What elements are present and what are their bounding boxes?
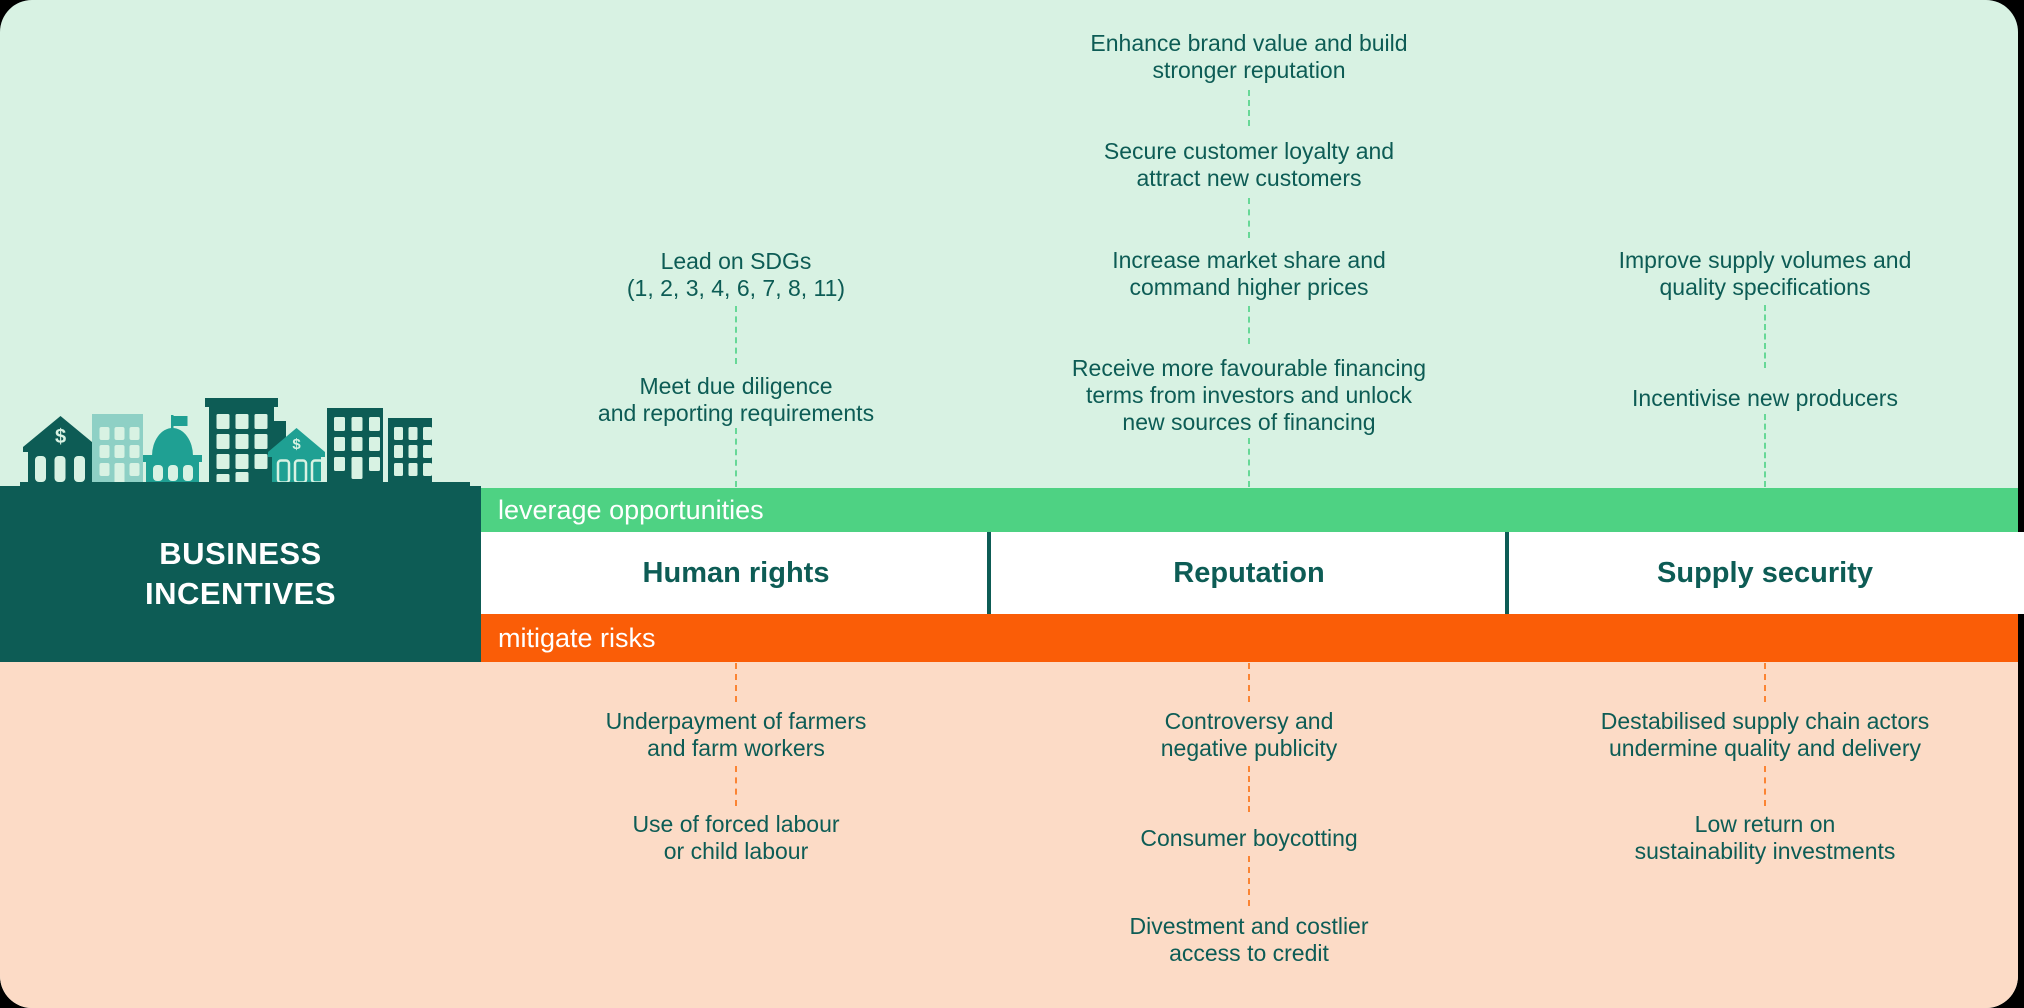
risk-text: Controversy and negative publicity: [1160, 708, 1338, 761]
opportunity-text: Increase market share and command higher…: [1112, 247, 1386, 300]
mitigate-risks-bar: mitigate risks: [481, 614, 2018, 662]
risk-text: Divestment and costlier access to credit: [1129, 913, 1369, 966]
office-building-icon: [327, 408, 383, 487]
column-divider: [987, 532, 991, 614]
column-header-supply-security: Supply security: [1657, 557, 1873, 589]
column-header-reputation: Reputation: [1173, 557, 1325, 589]
dashed-connector: [735, 663, 737, 702]
dashed-connector: [1248, 856, 1250, 906]
opportunity-text: Lead on SDGs (1, 2, 3, 4, 6, 7, 8, 11): [626, 248, 846, 301]
svg-text:$: $: [292, 436, 301, 453]
capitol-building-icon: [141, 415, 204, 487]
dashed-connector: [1764, 766, 1766, 806]
risk-text: Destabilised supply chain actors undermi…: [1600, 708, 1930, 761]
opportunity-text: Meet due diligence and reporting require…: [597, 373, 875, 426]
dashed-connector: [1764, 414, 1766, 487]
opportunity-text: Secure customer loyalty and attract new …: [1103, 138, 1395, 191]
leverage-opportunities-label: leverage opportunities: [498, 495, 764, 525]
dashed-connector: [1248, 438, 1250, 487]
dashed-connector: [1248, 306, 1250, 344]
risk-text: Underpayment of farmers and farm workers: [605, 708, 867, 761]
ground-strip: [20, 482, 470, 487]
dashed-connector: [1764, 663, 1766, 702]
svg-text:$: $: [55, 426, 66, 448]
dashed-connector: [1764, 305, 1766, 368]
opportunity-text: Incentivise new producers: [1632, 385, 1898, 411]
apartment-building-icon: [92, 414, 143, 487]
dashed-connector: [735, 428, 737, 487]
leverage-opportunities-bar: leverage opportunities: [481, 488, 2018, 532]
risk-text: Use of forced labour or child labour: [632, 811, 840, 864]
page-title: BUSINESS INCENTIVES: [144, 536, 337, 611]
opportunity-text: Receive more favourable financing terms …: [1071, 355, 1427, 435]
opportunity-text: Improve supply volumes and quality speci…: [1618, 247, 1912, 300]
dashed-connector: [1248, 766, 1250, 812]
mitigate-risks-label: mitigate risks: [498, 623, 656, 653]
column-divider: [1505, 532, 1509, 614]
opportunity-text: Enhance brand value and build stronger r…: [1090, 30, 1408, 83]
column-header-human-rights: Human rights: [642, 557, 830, 589]
dashed-connector: [735, 766, 737, 806]
city-skyline-illustration: $: [20, 398, 470, 487]
business-incentives-box: BUSINESS INCENTIVES: [0, 486, 481, 662]
office-building-icon-2: [388, 418, 432, 487]
bank-building-icon: $: [23, 416, 98, 487]
risk-text: Consumer boycotting: [1140, 825, 1358, 851]
dashed-connector: [735, 306, 737, 364]
risk-text: Low return on sustainability investments: [1634, 811, 1896, 864]
dashed-connector: [1248, 663, 1250, 702]
dashed-connector: [1248, 198, 1250, 238]
dashed-connector: [1248, 90, 1250, 126]
risks-section-background: [0, 662, 2018, 1008]
